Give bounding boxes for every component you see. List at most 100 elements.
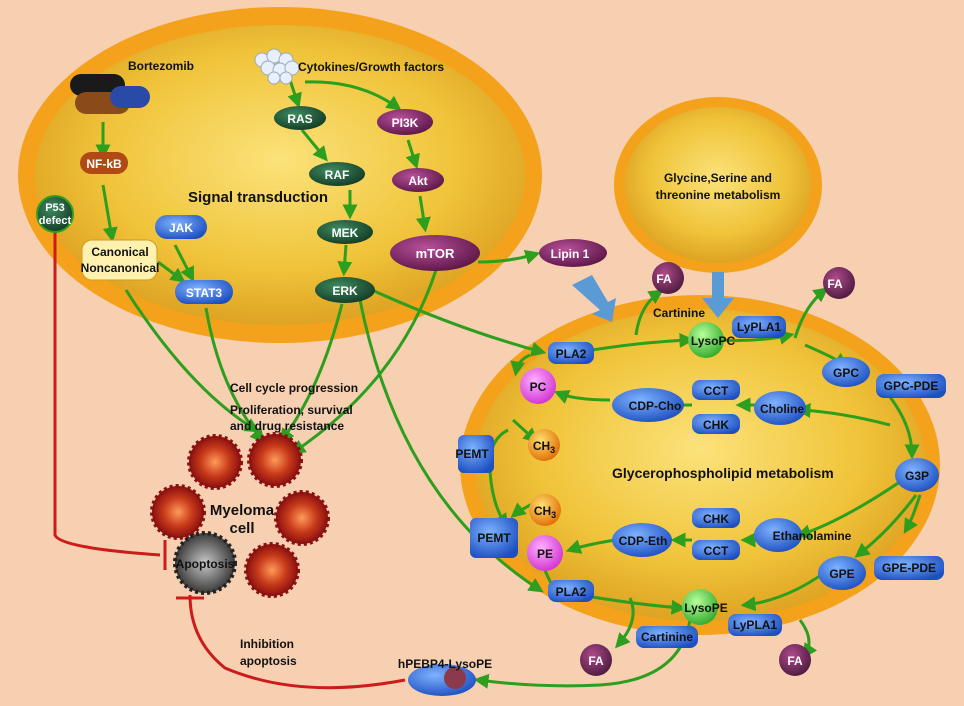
node-cdp-cho: CDP-Cho	[612, 388, 684, 422]
node-pe: PE	[527, 535, 563, 571]
inhibition-line1: Inhibition	[240, 637, 294, 651]
g3p-label: G3P	[905, 469, 929, 483]
gpe-label: GPE	[829, 567, 854, 581]
myeloma-line1: Myeloma	[210, 502, 275, 519]
node-pla2-top: PLA2	[548, 342, 594, 364]
node-fa-1-label: FA	[656, 272, 672, 286]
node-cct-top: CCT	[692, 380, 740, 400]
ch3-bottom-label: CH3	[534, 504, 556, 520]
node-ch3-top: CH3	[528, 429, 560, 461]
node-pemt-top: PEMT	[455, 435, 494, 473]
node-stat3: STAT3	[175, 280, 233, 304]
node-pemt-bottom: PEMT	[470, 518, 518, 558]
node-lysopc-label: LysoPC	[691, 334, 736, 348]
node-g3p: G3P	[895, 458, 939, 492]
inhibition-lines	[53, 232, 406, 690]
node-erk-label: ERK	[332, 284, 358, 298]
node-mtor-label: mTOR	[416, 246, 455, 261]
ethanolamine-label: Ethanolamine	[773, 529, 852, 543]
inhibition-line2: apoptosis	[240, 654, 297, 668]
cdp-cho-label: CDP-Cho	[629, 399, 682, 413]
node-fa-3-label: FA	[588, 654, 604, 668]
node-cdp-eth: CDP-Eth	[612, 523, 672, 557]
pla2-top-label: PLA2	[556, 347, 587, 361]
node-ch3-bottom: CH3	[529, 494, 561, 526]
node-raf: RAF	[309, 162, 365, 186]
node-lipin1: Lipin 1	[539, 239, 607, 267]
lysope-label: LysoPE	[684, 601, 728, 615]
node-nfkb: NF-kB	[80, 152, 128, 174]
node-jak-label: JAK	[169, 221, 193, 235]
noncanonical-label: Noncanonical	[81, 261, 160, 275]
pemt-bottom-label: PEMT	[477, 531, 511, 545]
cytokines-icon	[254, 48, 300, 85]
p53-line2: defect	[39, 215, 72, 227]
cdp-eth-label: CDP-Eth	[619, 534, 668, 548]
lypla1-bottom-label: LyPLA1	[733, 618, 778, 632]
node-pi3k: PI3K	[377, 109, 433, 135]
node-pla2-bottom: PLA2	[548, 580, 594, 602]
node-cartinine-bottom: Cartinine	[636, 626, 698, 648]
node-ethanolamine: Ethanolamine	[754, 518, 852, 552]
node-fa-2: FA	[823, 267, 855, 299]
node-cct-bottom: CCT	[692, 540, 740, 560]
canonical-label: Canonical	[91, 245, 148, 259]
signal-transduction-title: Signal transduction	[188, 189, 328, 206]
gpe-pde-label: GPE-PDE	[882, 561, 936, 575]
node-lypla1-top: LyPLA1	[732, 316, 786, 338]
node-p53: P53 defect	[36, 195, 74, 233]
node-akt-label: Akt	[408, 174, 427, 188]
hpebp4-label: hPEBP4-LysoPE	[398, 657, 492, 671]
node-gpc: GPC	[822, 357, 870, 387]
node-jak: JAK	[155, 215, 207, 239]
apoptosis-label: Apoptosis	[176, 557, 235, 571]
node-cartinine-top: Cartinine	[653, 306, 705, 320]
lypla1-top-label: LyPLA1	[737, 320, 782, 334]
pemt-top-label: PEMT	[455, 447, 489, 461]
p53-line1: P53	[45, 202, 65, 214]
node-lysope: LysoPE	[682, 589, 728, 625]
cell-cycle-label: Cell cycle progression	[230, 381, 358, 395]
node-lysopc: LysoPC	[688, 322, 735, 358]
node-gpe-pde: GPE-PDE	[874, 556, 944, 580]
signal-arrows	[95, 79, 547, 593]
node-ras: RAS	[274, 106, 326, 130]
node-pe-label: PE	[537, 547, 553, 561]
cartinine-bottom-label: Cartinine	[641, 630, 693, 644]
proliferation-label: Proliferation, survival	[230, 403, 353, 417]
myeloma-line2: cell	[229, 520, 254, 537]
cytokines-label: Cytokines/Growth factors	[298, 60, 444, 74]
node-canonical: Canonical Noncanonical	[81, 239, 160, 281]
node-fa-4: FA	[779, 644, 811, 676]
node-stat3-label: STAT3	[186, 286, 223, 300]
node-chk-top: CHK	[692, 414, 740, 434]
gpc-pde-label: GPC-PDE	[884, 379, 939, 393]
node-mek-label: MEK	[332, 226, 359, 240]
node-choline: Choline	[754, 391, 806, 425]
cct-top-label: CCT	[704, 384, 729, 398]
blue-arrow-glycine	[702, 272, 734, 318]
node-mek: MEK	[317, 220, 373, 244]
node-fa-3: FA	[580, 644, 612, 676]
glycine-line2: threonine metabolism	[656, 188, 781, 202]
glycine-cell-cytoplasm	[625, 107, 811, 263]
node-gpc-pde: GPC-PDE	[876, 374, 946, 398]
pla2-bottom-label: PLA2	[556, 585, 587, 599]
node-raf-label: RAF	[325, 168, 350, 182]
gp-metabolism-title: Glycerophospholipid metabolism	[612, 465, 834, 481]
node-fa-2-label: FA	[827, 277, 843, 291]
glycine-line1: Glycine,Serine and	[664, 171, 772, 185]
node-pc-label: PC	[530, 380, 547, 394]
node-pc: PC	[520, 368, 556, 404]
node-hpebp4: hPEBP4-LysoPE	[398, 657, 492, 696]
node-fa-4-label: FA	[787, 654, 803, 668]
chk-top-label: CHK	[703, 418, 729, 432]
node-erk: ERK	[315, 277, 375, 303]
node-lypla1-bottom: LyPLA1	[728, 614, 782, 636]
node-ras-label: RAS	[287, 112, 312, 126]
drug-resistance-label: and drug resistance	[230, 419, 344, 433]
cartinine-top-label: Cartinine	[653, 306, 705, 320]
cct-bottom-label: CCT	[704, 544, 729, 558]
